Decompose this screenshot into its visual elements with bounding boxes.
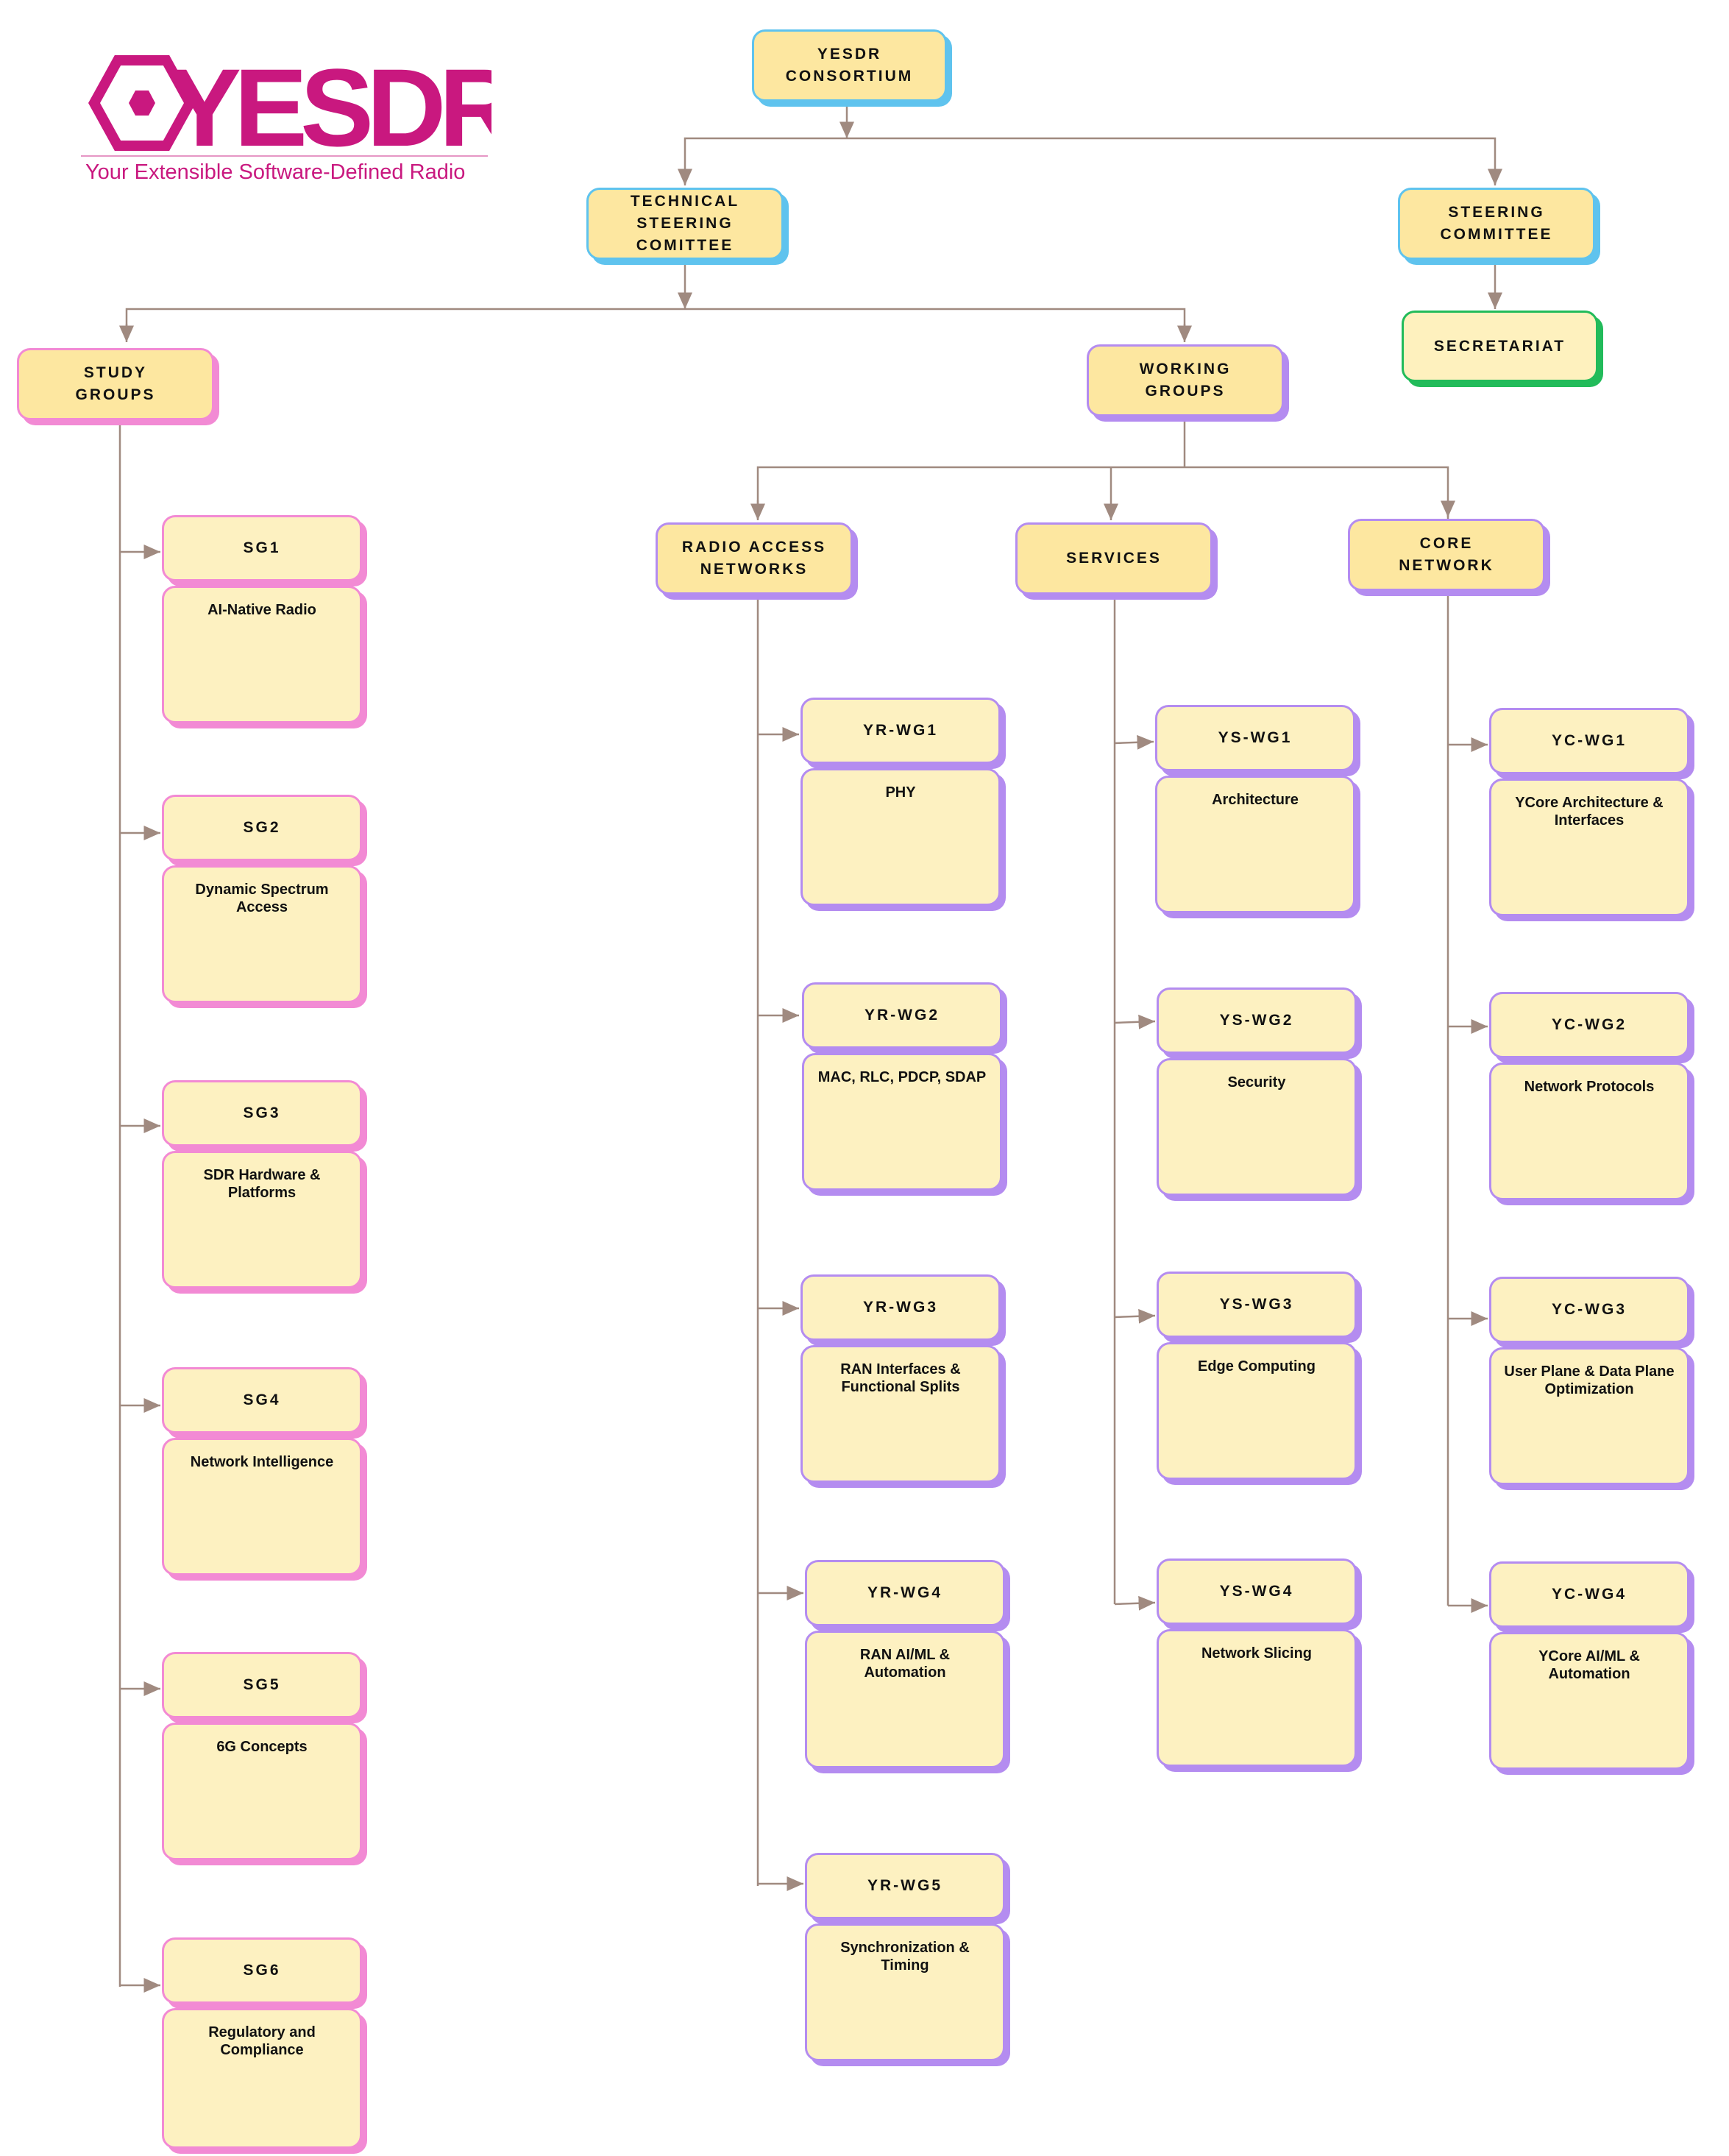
group-topic: Synchronization & Timing bbox=[805, 1923, 1005, 2061]
group-topic: SDR Hardware & Platforms bbox=[162, 1151, 362, 1288]
logo-tagline: Your Extensible Software-Defined Radio bbox=[85, 160, 466, 184]
yr-wg4-card: YR-WG4 RAN AI/ML & Automation bbox=[805, 1560, 1005, 1768]
group-id: SG1 bbox=[162, 515, 362, 581]
yr-wg1-card: YR-WG1 PHY bbox=[800, 698, 1001, 906]
group-id: YC-WG4 bbox=[1489, 1561, 1689, 1628]
sg4-card: SG4 Network Intelligence bbox=[162, 1367, 362, 1575]
ys-wg4-card: YS-WG4 Network Slicing bbox=[1157, 1559, 1357, 1767]
group-id: YR-WG4 bbox=[805, 1560, 1005, 1626]
group-id: SG3 bbox=[162, 1080, 362, 1146]
group-topic: Network Intelligence bbox=[162, 1438, 362, 1575]
group-topic: Regulatory and Compliance bbox=[162, 2008, 362, 2149]
technical-steering-committee-box: TECHNICAL STEERING COMITTEE bbox=[586, 188, 784, 260]
working-groups-box: WORKING GROUPS bbox=[1087, 344, 1284, 416]
group-id: YC-WG1 bbox=[1489, 708, 1689, 774]
group-topic: Edge Computing bbox=[1157, 1342, 1357, 1480]
ys-wg1-card: YS-WG1 Architecture bbox=[1155, 705, 1355, 913]
group-id: YS-WG3 bbox=[1157, 1272, 1357, 1338]
group-topic: YCore AI/ML & Automation bbox=[1489, 1632, 1689, 1770]
group-topic: PHY bbox=[800, 768, 1001, 906]
group-topic: Dynamic Spectrum Access bbox=[162, 865, 362, 1003]
services-box: SERVICES bbox=[1015, 522, 1213, 595]
group-topic: RAN AI/ML & Automation bbox=[805, 1631, 1005, 1768]
yc-wg2-card: YC-WG2 Network Protocols bbox=[1489, 992, 1689, 1200]
sg5-card: SG5 6G Concepts bbox=[162, 1652, 362, 1860]
group-id: YS-WG2 bbox=[1157, 987, 1357, 1054]
group-id: SG5 bbox=[162, 1652, 362, 1718]
group-id: SG6 bbox=[162, 1937, 362, 2004]
group-id: SG4 bbox=[162, 1367, 362, 1433]
group-id: YR-WG1 bbox=[800, 698, 1001, 764]
sg6-card: SG6 Regulatory and Compliance bbox=[162, 1937, 362, 2149]
study-groups-box: STUDY GROUPS bbox=[17, 348, 214, 420]
yc-wg4-card: YC-WG4 YCore AI/ML & Automation bbox=[1489, 1561, 1689, 1770]
group-id: YS-WG4 bbox=[1157, 1559, 1357, 1625]
sg1-card: SG1 AI-Native Radio bbox=[162, 515, 362, 723]
group-id: YR-WG2 bbox=[802, 982, 1002, 1049]
group-topic: User Plane & Data Plane Optimization bbox=[1489, 1347, 1689, 1485]
group-id: YS-WG1 bbox=[1155, 705, 1355, 771]
group-topic: RAN Interfaces & Functional Splits bbox=[800, 1345, 1001, 1483]
yesdr-logo: YESDR bbox=[81, 46, 491, 169]
group-topic: Network Slicing bbox=[1157, 1629, 1357, 1767]
group-id: YR-WG5 bbox=[805, 1853, 1005, 1919]
consortium-box: YESDR CONSORTIUM bbox=[752, 29, 947, 102]
yc-wg3-card: YC-WG3 User Plane & Data Plane Optimizat… bbox=[1489, 1277, 1689, 1485]
group-id: YC-WG3 bbox=[1489, 1277, 1689, 1343]
radio-access-networks-box: RADIO ACCESS NETWORKS bbox=[656, 522, 853, 595]
sg2-card: SG2 Dynamic Spectrum Access bbox=[162, 795, 362, 1003]
sg3-card: SG3 SDR Hardware & Platforms bbox=[162, 1080, 362, 1288]
group-id: SG2 bbox=[162, 795, 362, 861]
group-topic: Network Protocols bbox=[1489, 1063, 1689, 1200]
core-network-box: CORE NETWORK bbox=[1348, 519, 1545, 591]
group-topic: YCore Architecture & Interfaces bbox=[1489, 779, 1689, 916]
group-topic: Security bbox=[1157, 1058, 1357, 1196]
ys-wg3-card: YS-WG3 Edge Computing bbox=[1157, 1272, 1357, 1480]
group-topic: 6G Concepts bbox=[162, 1723, 362, 1860]
yr-wg5-card: YR-WG5 Synchronization & Timing bbox=[805, 1853, 1005, 2061]
group-topic: MAC, RLC, PDCP, SDAP bbox=[802, 1053, 1002, 1191]
yr-wg3-card: YR-WG3 RAN Interfaces & Functional Split… bbox=[800, 1274, 1001, 1483]
ys-wg2-card: YS-WG2 Security bbox=[1157, 987, 1357, 1196]
group-topic: AI-Native Radio bbox=[162, 586, 362, 723]
steering-committee-box: STEERING COMMITTEE bbox=[1398, 188, 1595, 260]
yr-wg2-card: YR-WG2 MAC, RLC, PDCP, SDAP bbox=[802, 982, 1002, 1191]
secretariat-box: SECRETARIAT bbox=[1402, 311, 1598, 382]
group-id: YR-WG3 bbox=[800, 1274, 1001, 1341]
group-topic: Architecture bbox=[1155, 776, 1355, 913]
group-id: YC-WG2 bbox=[1489, 992, 1689, 1058]
logo-wordmark: YESDR bbox=[168, 46, 491, 169]
yc-wg1-card: YC-WG1 YCore Architecture & Interfaces bbox=[1489, 708, 1689, 916]
